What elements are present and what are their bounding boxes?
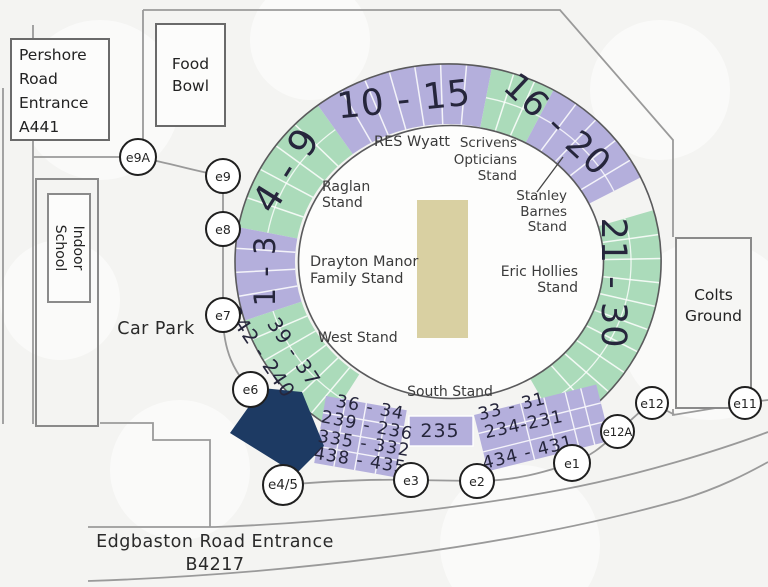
west-stand-label: West Stand (318, 330, 398, 346)
indoor-school-label: Indoor School (52, 224, 86, 272)
food-bowl-line: Food (171, 55, 210, 73)
gate-e9: e9 (205, 158, 241, 194)
pershore-line: A441 (19, 118, 60, 136)
stadium (230, 63, 662, 478)
colts-ground-box: Colts Ground (675, 237, 752, 409)
res-wyatt-stand-label: RES Wyatt (374, 134, 450, 150)
gate-e1: e1 (553, 444, 591, 482)
colts-ground-line: Ground (684, 307, 742, 325)
gate-e3: e3 (393, 462, 429, 498)
south-stand-right-block (474, 384, 611, 472)
eric-hollies-stand-label: Eric Hollies Stand (500, 264, 578, 296)
gate-e11: e11 (728, 386, 762, 420)
navy-section (230, 388, 324, 474)
drayton-manor-family-stand-label: Drayton Manor Family Stand (310, 254, 419, 287)
gate-e12a: e12A (600, 414, 635, 449)
south-stand-label: South Stand (407, 384, 493, 400)
edgbaston-road-entrance-label: Edgbaston Road Entrance B4217 (96, 532, 334, 575)
pershore-road-entrance-box: Pershore Road Entrance A441 (10, 38, 110, 141)
site-boundary (142, 9, 768, 417)
south-stand-left-block (314, 396, 407, 478)
indoor-school-box: Indoor School (47, 193, 91, 303)
gate-e7: e7 (205, 297, 241, 333)
gate-e2: e2 (459, 463, 495, 499)
car-park-label: Car Park (117, 319, 195, 339)
section-21-30-label: 21 - 30 (593, 217, 633, 349)
gate-e9a: e9A (119, 138, 157, 176)
edgbaston-road-north-edge (88, 431, 768, 528)
gate-e8: e8 (205, 211, 241, 247)
section-1-3-label: 1 - 3 (248, 235, 282, 307)
section-235-label: 235 (420, 420, 460, 442)
raglan-stand-label: Raglan Stand (322, 179, 371, 211)
cricket-pitch (417, 200, 468, 338)
section-235-block (408, 415, 474, 447)
food-bowl-line: Bowl (171, 77, 210, 95)
colts-ground-line: Colts (694, 286, 733, 304)
pershore-line: Pershore (19, 46, 87, 64)
pershore-line: Entrance (19, 94, 89, 112)
gate-e4-5: e4/5 (262, 464, 304, 506)
food-bowl-box: Food Bowl (155, 23, 226, 127)
stadium-outer-outline (234, 63, 662, 431)
pershore-line: Road (19, 70, 58, 88)
section-tier-dividers (267, 97, 632, 406)
edgbaston-road-south-edge (87, 461, 768, 582)
scrivens-opticians-stand-label: Scrivens Opticians Stand (453, 135, 517, 184)
gate-e6: e6 (232, 371, 269, 408)
stanley-barnes-stand-label: Stanley Barnes Stand (516, 188, 567, 235)
gate-e12: e12 (635, 386, 669, 420)
stanley-barnes-pointer-line (536, 156, 564, 193)
indoor-school-outer-box (35, 178, 99, 427)
car-park-boundary (100, 422, 211, 527)
